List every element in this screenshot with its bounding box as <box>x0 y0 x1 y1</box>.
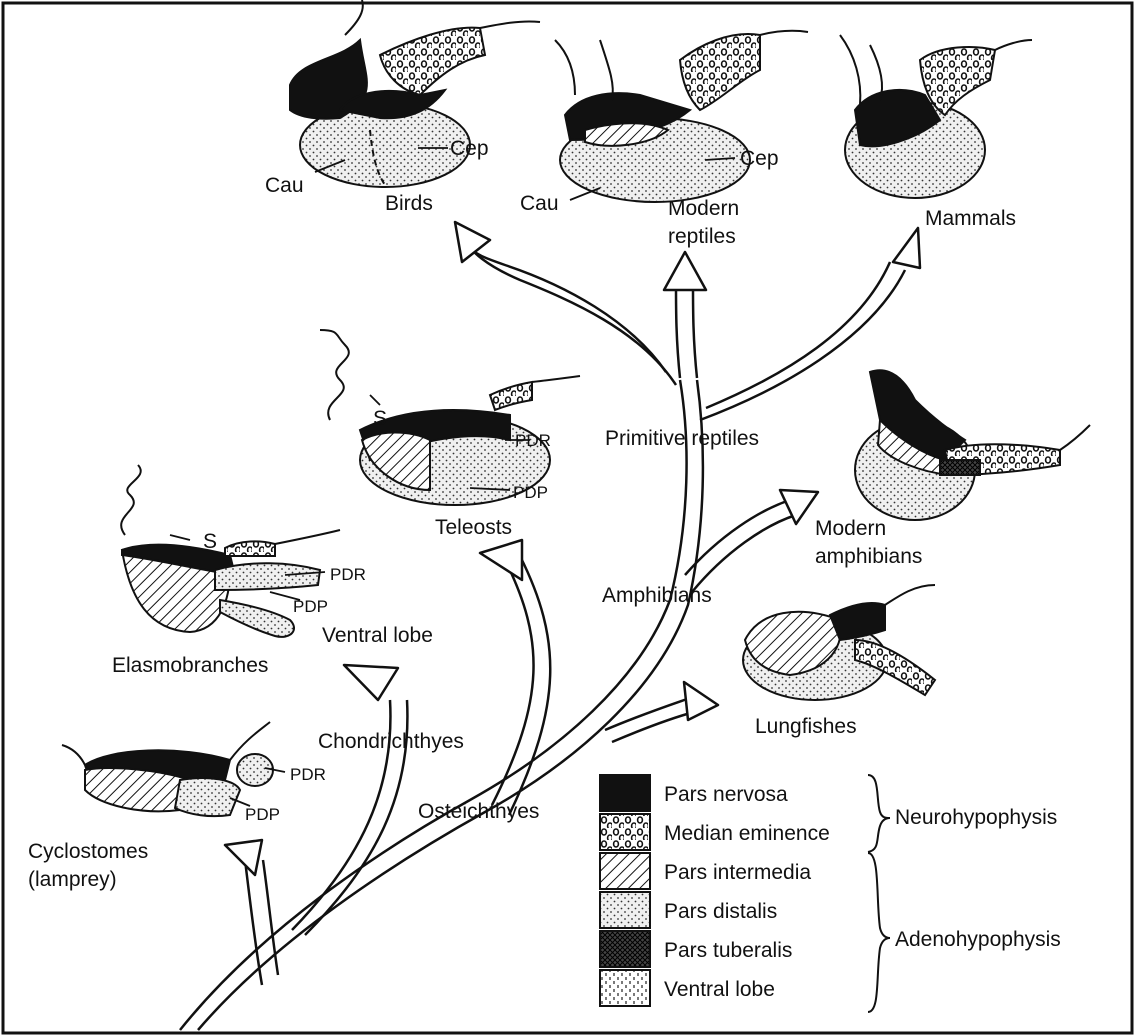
label-amphibians: Amphibians <box>602 584 712 607</box>
label-ventral-lobe: Ventral lobe <box>322 624 433 647</box>
legend-label-pars-distalis: Pars distalis <box>664 900 777 923</box>
label-osteichthyes: Osteichthyes <box>418 800 539 823</box>
legend-label-ventral-lobe: Ventral lobe <box>664 978 775 1001</box>
arrow-birds-icon <box>455 222 490 262</box>
legend-label-pars-intermedia: Pars intermedia <box>664 861 811 884</box>
label-elasmobranches: Elasmobranches <box>112 654 268 677</box>
label-cau-birds: Cau <box>265 174 304 197</box>
label-pdp-elasmobranches: PDP <box>293 597 328 616</box>
label-cep-birds: Cep <box>450 137 489 160</box>
branch-modern-reptiles <box>676 285 680 378</box>
legend-swatch-median-eminence <box>600 814 650 850</box>
label-modern-amphibians-1: Modern <box>815 517 886 540</box>
arrow-modern-reptiles-icon <box>664 252 706 290</box>
gland-modern-amphibians-icon <box>855 370 1090 520</box>
label-teleosts: Teleosts <box>435 516 512 539</box>
gland-modern-reptiles-icon <box>555 31 808 202</box>
label-s-elasmobranches: S <box>203 530 217 553</box>
label-mammals: Mammals <box>925 207 1016 230</box>
label-pdr-cyclostomes: PDR <box>290 765 326 784</box>
label-cau-reptiles: Cau <box>520 192 559 215</box>
arrow-lungfishes-icon <box>684 682 718 720</box>
legend-swatch-pars-nervosa <box>600 775 650 811</box>
legend-swatch-pars-tuberalis <box>600 931 650 967</box>
label-cep-reptiles: Cep <box>740 147 779 170</box>
branch-cyclostomes <box>245 860 262 985</box>
label-modern-reptiles-1: Modern <box>668 197 739 220</box>
branch-birds <box>470 245 676 385</box>
gland-birds-icon <box>290 0 540 187</box>
legend-label-pars-tuberalis: Pars tuberalis <box>664 939 792 962</box>
legend-swatch-ventral-lobe <box>600 970 650 1006</box>
arrow-teleosts-icon <box>480 540 522 580</box>
arrow-mammals-icon <box>893 228 920 268</box>
label-cyclostomes-2: (lamprey) <box>28 868 117 891</box>
legend: Pars nervosa Median eminence Pars interm… <box>600 775 1061 1012</box>
gland-lungfishes-icon <box>743 585 935 700</box>
label-modern-amphibians-2: amphibians <box>815 545 922 568</box>
label-modern-reptiles-2: reptiles <box>668 225 736 248</box>
label-lungfishes: Lungfishes <box>755 715 857 738</box>
arrow-cyclostomes-icon <box>225 840 262 875</box>
label-pdp-cyclostomes: PDP <box>245 805 280 824</box>
brace-neuro-icon <box>868 775 890 852</box>
label-primitive-reptiles: Primitive reptiles <box>605 427 759 450</box>
label-pdp-teleosts: PDP <box>513 483 548 502</box>
legend-swatch-pars-distalis <box>600 892 650 928</box>
gland-teleosts-icon <box>320 330 580 505</box>
label-cyclostomes-1: Cyclostomes <box>28 840 148 863</box>
legend-label-median-eminence: Median eminence <box>664 822 830 845</box>
arrow-chondrichthyes-icon <box>344 665 398 700</box>
legend-swatch-pars-intermedia <box>600 853 650 889</box>
brace-adeno-icon <box>868 853 890 1012</box>
label-s-teleosts: S <box>373 407 387 430</box>
branch-teleosts <box>492 560 534 805</box>
label-pdr-elasmobranches: PDR <box>330 565 366 584</box>
legend-group-adenohypophysis: Adenohypophysis <box>895 928 1061 951</box>
gland-mammals-icon <box>840 35 1032 198</box>
label-birds: Birds <box>385 192 433 215</box>
label-pdr-teleosts: PDR <box>515 431 551 450</box>
legend-group-neurohypophysis: Neurohypophysis <box>895 806 1057 829</box>
label-chondrichthyes: Chondrichthyes <box>318 730 464 753</box>
legend-label-pars-nervosa: Pars nervosa <box>664 783 788 806</box>
